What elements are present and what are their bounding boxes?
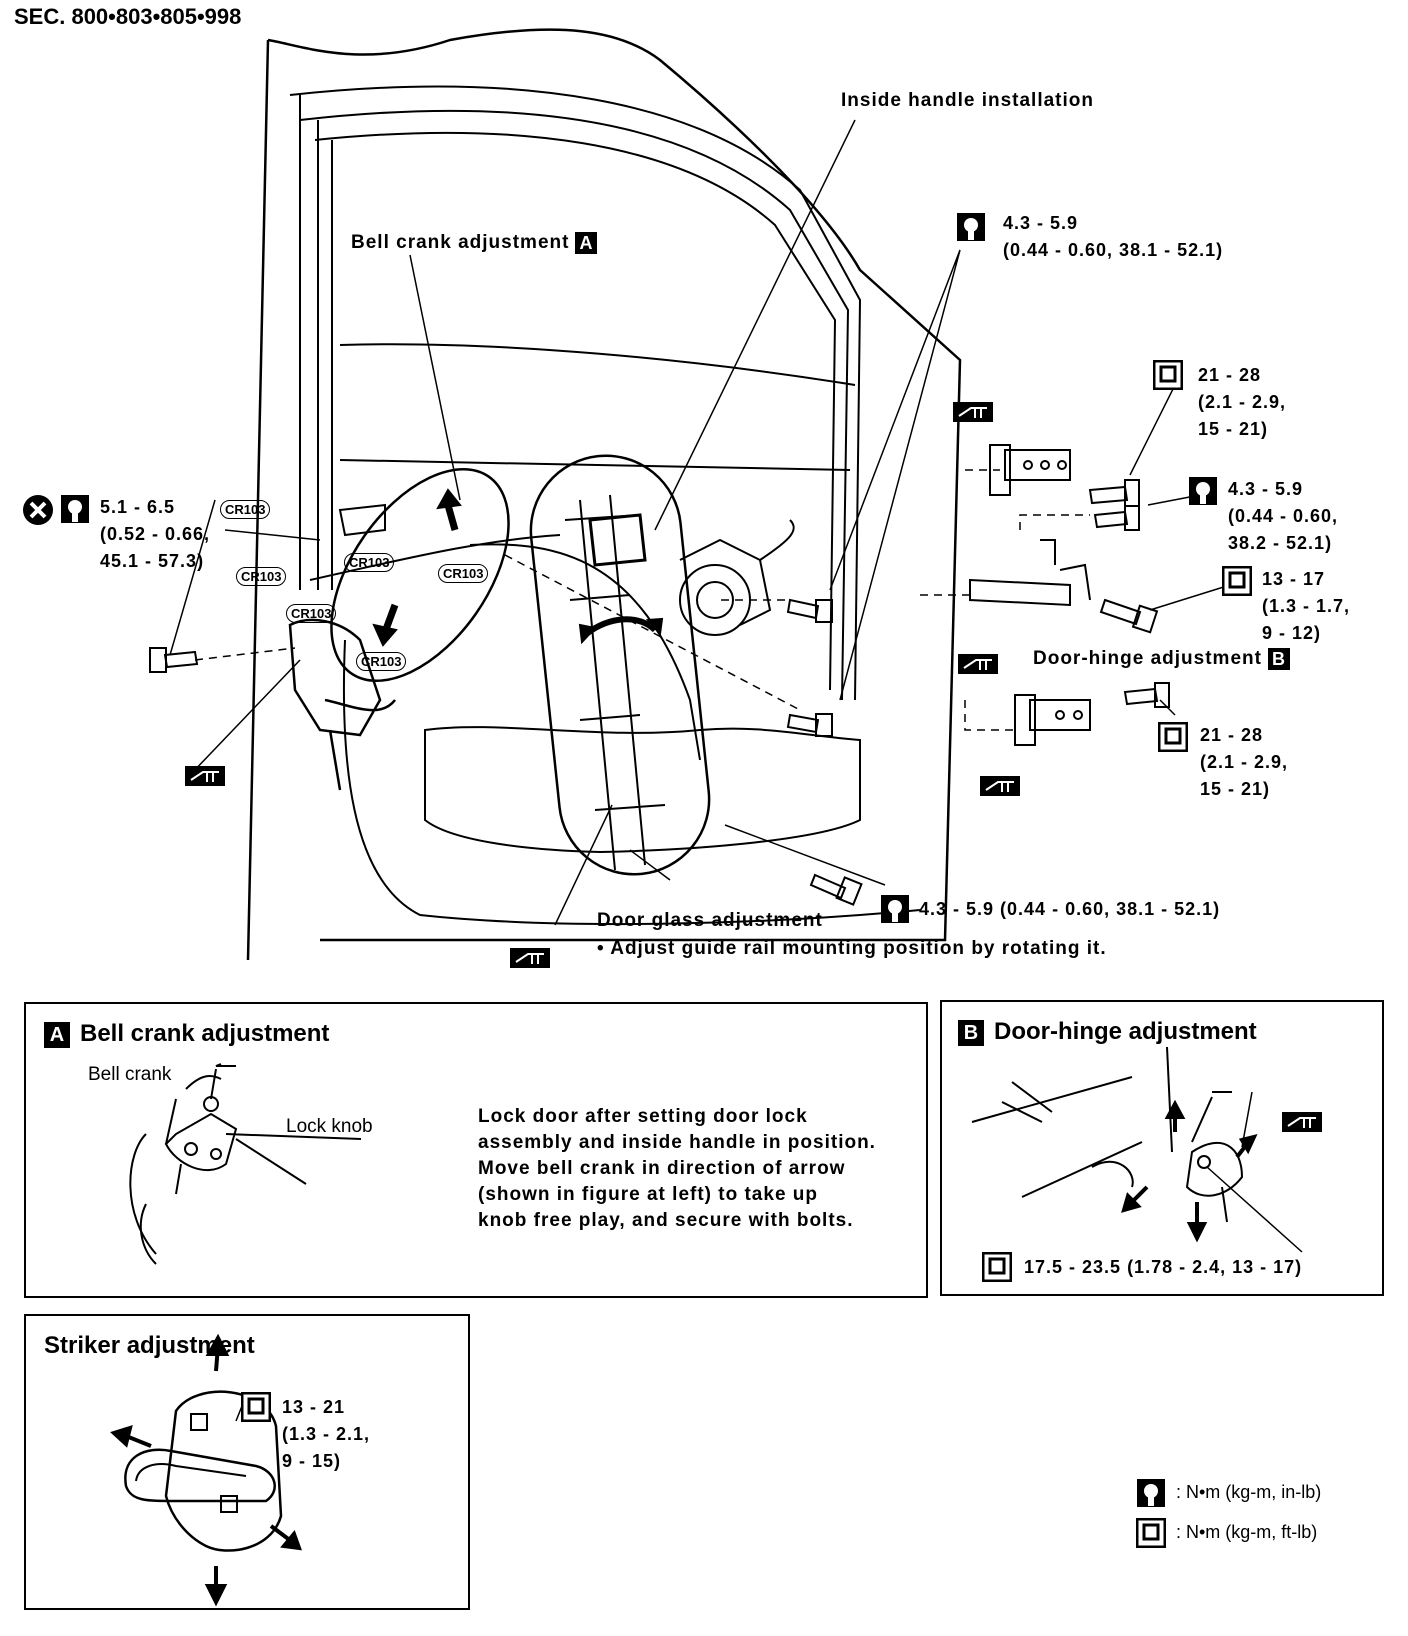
panel-a-tag: A <box>44 1021 70 1048</box>
cr103-callout: CR103 <box>236 567 287 586</box>
panel-b-title: B Door-hinge adjustment <box>958 1018 1257 1046</box>
legend-wrench-units: : N•m (kg-m, in-lb) <box>1176 1482 1322 1502</box>
bolt-check <box>1099 598 1159 634</box>
torque-bottom-rail: 4.3 - 5.9 (0.44 - 0.60, 38.1 - 52.1) <box>919 899 1221 919</box>
door-hinge-torque: 17.5 - 23.5 (1.78 - 2.4, 13 - 17) <box>1024 1257 1303 1277</box>
torque-mid-socket: 13 - 17 (1.3 - 1.7, 9 - 12) <box>1262 569 1351 643</box>
leader-lines <box>169 119 1231 926</box>
lower-hinge <box>1014 694 1091 746</box>
instruction-line: (shown in figure at left) to take up <box>478 1184 818 1205</box>
door-lock-assembly <box>288 618 396 791</box>
bell-crank-label-text: Bell crank adjustment <box>351 232 570 254</box>
upper-hinge <box>989 444 1071 496</box>
socket-torque-icon <box>982 1252 1012 1282</box>
grease-icon <box>1282 1112 1322 1132</box>
bolt-regulator-1 <box>786 598 833 623</box>
bolt-regulator-2 <box>786 713 833 737</box>
torque-lower-hinge-socket: 21 - 28 (2.1 - 2.9, 15 - 21) <box>1200 725 1289 799</box>
cr103-callout: CR103 <box>356 652 407 671</box>
tag-b: B <box>1267 648 1290 670</box>
lock-knob-part-label: Lock knob <box>286 1116 373 1137</box>
bell-crank-instructions: Lock door after setting door lock assemb… <box>478 1104 876 1234</box>
grease-icon <box>185 766 225 786</box>
bell-crank-figure <box>129 1063 362 1265</box>
bolt-lock <box>149 647 199 673</box>
door-check-link <box>969 539 1091 607</box>
socket-torque-icon <box>1153 360 1183 390</box>
instruction-line: assembly and inside handle in position. <box>478 1132 876 1153</box>
bell-crank-part-label: Bell crank <box>88 1064 172 1085</box>
grease-icon <box>980 776 1020 796</box>
panel-striker-adjustment: Striker adjustment 13 - 21 (1.3 - 2.1, 9… <box>24 1314 470 1610</box>
bolt-lower-hinge <box>1123 682 1170 708</box>
legend-socket-units: : N•m (kg-m, ft-lb) <box>1176 1522 1318 1542</box>
panel-a-title-text: Bell crank adjustment <box>80 1020 330 1047</box>
wrench-torque-icon <box>1189 477 1217 505</box>
panel-b-tag: B <box>958 1019 984 1046</box>
section-code: SEC. 800•803•805•998 <box>14 4 242 29</box>
instruction-line: Lock door after setting door lock <box>478 1106 808 1127</box>
cr103-callout: CR103 <box>344 553 395 572</box>
door-glass-label: Door glass adjustment <box>597 910 823 931</box>
grease-icon <box>958 654 998 674</box>
grease-icon <box>510 948 550 968</box>
wrench-torque-icon <box>61 495 89 523</box>
window-frame <box>289 85 862 701</box>
wrench-torque-icon <box>881 895 909 923</box>
inside-handle-label: Inside handle installation <box>841 90 1094 111</box>
socket-torque-icon <box>1222 566 1252 596</box>
panel-a-title: A Bell crank adjustment <box>44 1020 329 1048</box>
guide-rail-oval <box>529 454 711 876</box>
grease-icon <box>953 402 993 422</box>
panel-bell-crank-adjustment: A Bell crank adjustment Bell crank Lock k… <box>24 1002 928 1298</box>
socket-torque-icon <box>1136 1518 1166 1548</box>
striker-figure <box>110 1333 302 1607</box>
socket-torque-icon <box>1158 722 1188 752</box>
cr103-callout: CR103 <box>438 564 489 583</box>
torque-lock: 5.1 - 6.5 (0.52 - 0.66, 45.1 - 57.3) <box>100 497 211 571</box>
torque-upper-hinge-wrench: 4.3 - 5.9 (0.44 - 0.60, 38.1 - 52.1) <box>1003 213 1224 260</box>
bolt-mid <box>1093 505 1140 531</box>
inner-panel <box>424 726 861 854</box>
wrench-torque-icon <box>957 213 985 241</box>
cr103-callout: CR103 <box>286 604 337 623</box>
torque-upper-hinge-socket: 21 - 28 (2.1 - 2.9, 15 - 21) <box>1198 365 1287 439</box>
door-glass-note: • Adjust guide rail mounting position by… <box>597 938 1107 959</box>
bell-crank-callout-oval <box>330 467 510 683</box>
torque-mid-wrench: 4.3 - 5.9 (0.44 - 0.60, 38.2 - 52.1) <box>1228 479 1339 553</box>
bolt-bottom-rail <box>809 873 863 906</box>
instruction-line: knob free play, and secure with bolts. <box>478 1210 854 1231</box>
panel-door-hinge-adjustment: B Door-hinge adjustment 17.5 - 23.5 (1.78… <box>940 1000 1384 1296</box>
wrench-torque-icon <box>1137 1479 1165 1507</box>
instruction-line: Move bell crank in direction of arrow <box>478 1158 846 1179</box>
cr103-callout: CR103 <box>220 500 271 519</box>
door-hinge-figure <box>971 1046 1303 1253</box>
socket-torque-icon <box>241 1392 271 1422</box>
door-hinge-label-text: Door-hinge adjustment <box>1033 648 1262 670</box>
do-not-reuse-icon <box>23 495 53 525</box>
panel-b-title-text: Door-hinge adjustment <box>994 1018 1257 1045</box>
belt-line <box>339 343 856 471</box>
bolt-upper-hinge <box>1088 479 1140 507</box>
striker-torque: 13 - 21 (1.3 - 2.1, 9 - 15) <box>282 1397 371 1471</box>
tag-a: A <box>575 232 598 254</box>
